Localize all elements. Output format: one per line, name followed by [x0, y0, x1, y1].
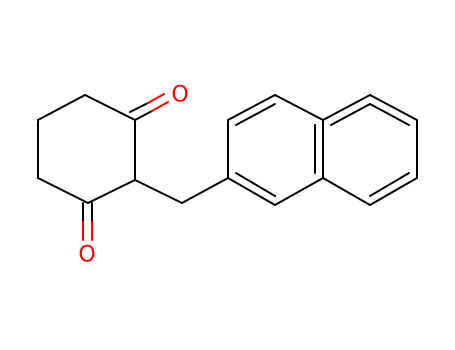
ring-bond-c4-c5 [37, 177, 89, 204]
naph-right-bond-4 [369, 177, 418, 206]
naph-left-bond-2 [227, 94, 276, 121]
ring-bond-c3-c4 [87, 179, 136, 204]
carbonyl-top: O [129, 83, 189, 121]
naphthalene-right-ring [322, 94, 418, 206]
naph-left-double-1 [235, 103, 276, 126]
linker-bond-ch2-naphthyl [181, 177, 229, 204]
carbonyl-bottom: O [78, 202, 96, 268]
oxygen-label-top: O [171, 83, 188, 108]
naph-left-bond-5 [274, 177, 324, 206]
naph-right-bond-5 [322, 177, 371, 206]
methylene-linker [134, 177, 229, 204]
carbonyl-top-bond-b [129, 102, 149, 113]
carbonyl-top-bond-a [134, 110, 153, 121]
naph-right-double-1 [369, 103, 410, 126]
naph-right-bond-1 [322, 94, 371, 121]
ring-bond-c1-c2 [84, 94, 136, 121]
naph-left-bond-3 [274, 94, 324, 121]
linker-bond-ring-ch2 [134, 179, 183, 204]
carbonyl-top-bond-b-o [147, 93, 165, 104]
naph-left-bond-6 [227, 177, 276, 206]
naph-left-double-3 [235, 172, 276, 197]
oxygen-label-bottom: O [78, 243, 95, 268]
cyclohexanedione-ring [37, 94, 136, 204]
ring-bond-c6-c1 [37, 94, 86, 121]
naph-right-bond-2 [369, 94, 418, 121]
naph-right-double-3 [330, 103, 371, 126]
naph-right-double-2 [369, 172, 410, 197]
naphthalene-left-ring [227, 94, 324, 206]
carbonyl-top-bond-a-o [151, 101, 169, 112]
